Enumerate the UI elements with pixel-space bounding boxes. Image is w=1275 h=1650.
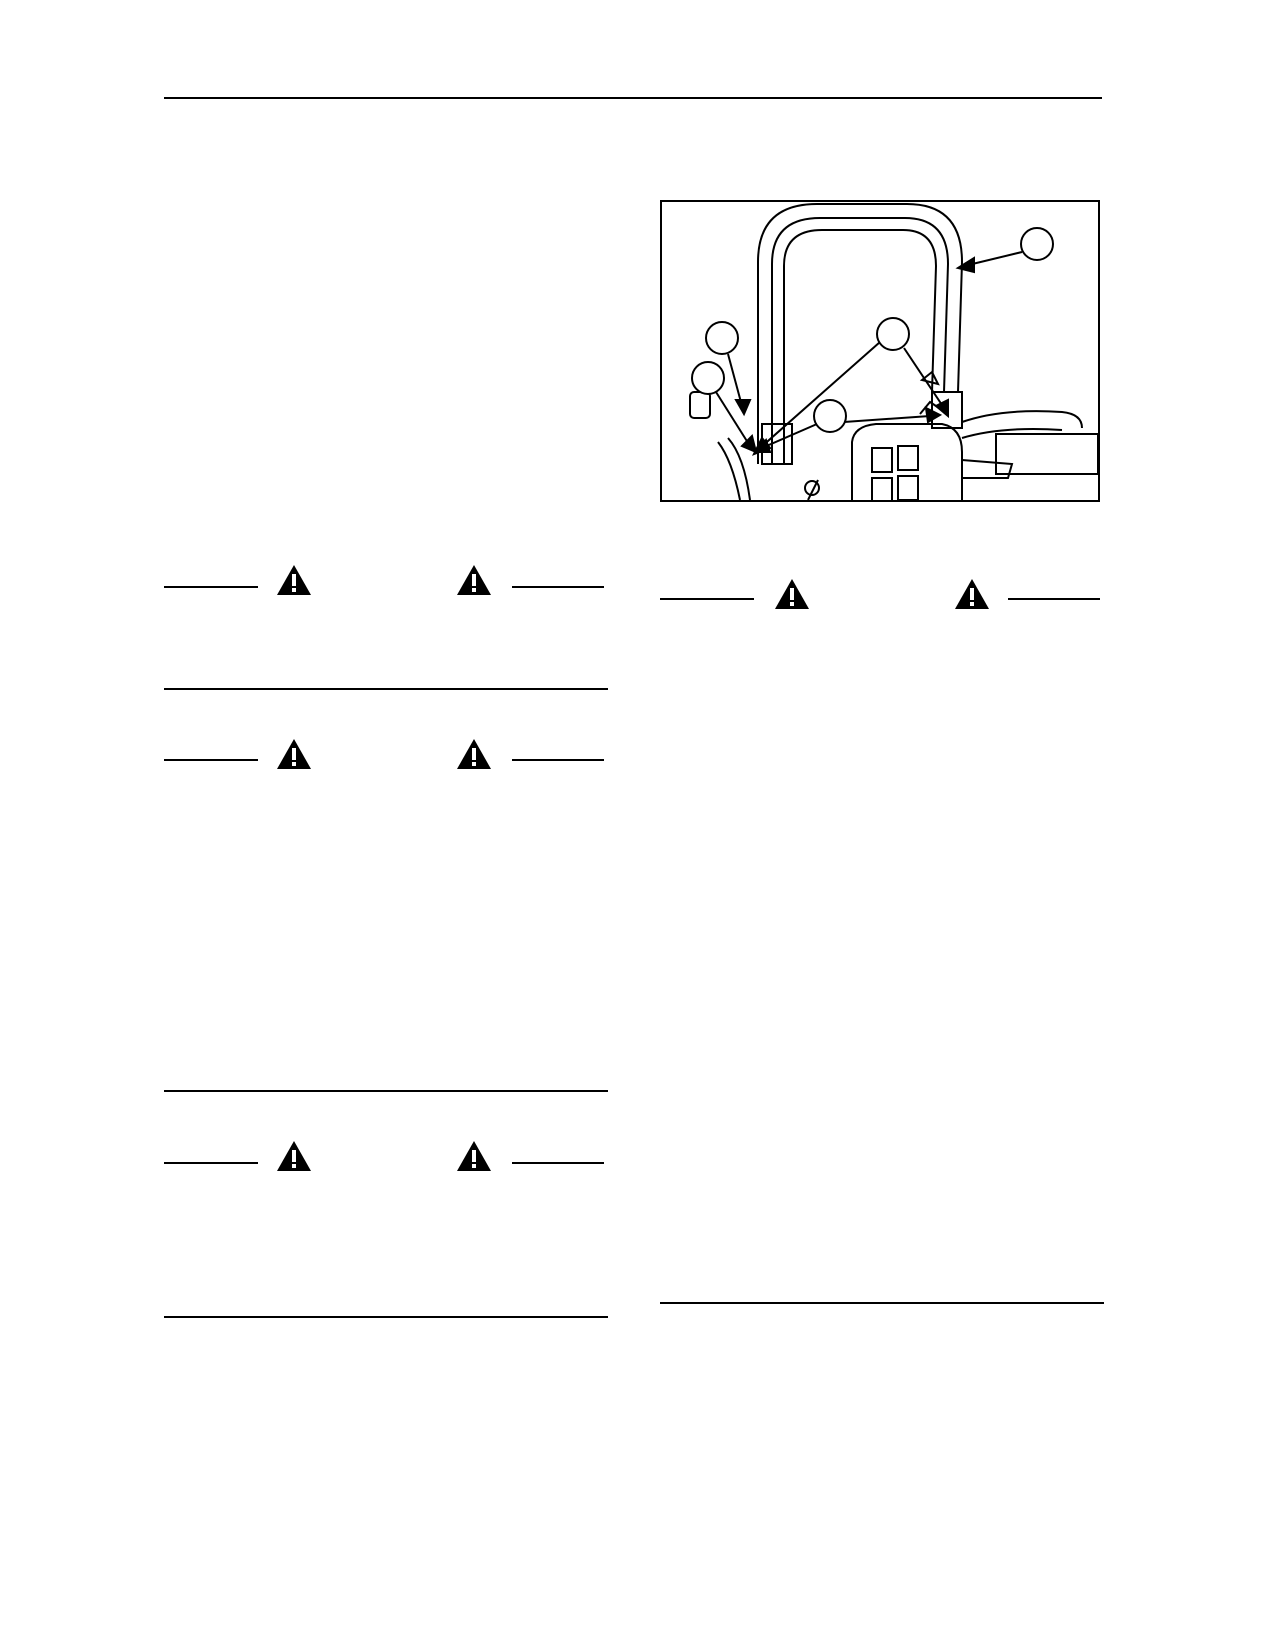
warning-triangle-icon <box>955 579 989 609</box>
warning-rule-right <box>1008 598 1100 600</box>
warning-rule-left <box>660 598 754 600</box>
warning-triangle-icon <box>457 1141 491 1171</box>
warning-rule-right <box>512 586 604 588</box>
warning-triangle-icon <box>277 739 311 769</box>
warning-triangle-icon <box>457 565 491 595</box>
callout-1 <box>1020 227 1054 261</box>
rops-figure <box>660 200 1100 502</box>
callout-3 <box>691 361 725 395</box>
warning-triangle-icon <box>457 739 491 769</box>
callout-4 <box>876 317 910 351</box>
warning-triangle-icon <box>277 565 311 595</box>
section-divider <box>164 1316 608 1318</box>
warning-triangle-icon <box>775 579 809 609</box>
warning-rule-left <box>164 759 258 761</box>
warning-rule-right <box>512 759 604 761</box>
warning-rule-left <box>164 1162 258 1164</box>
header-rule <box>164 97 1102 99</box>
warning-rule-right <box>512 1162 604 1164</box>
section-divider <box>660 1302 1104 1304</box>
section-divider <box>164 1090 608 1092</box>
rops-rollbar-illustration-icon <box>689 203 1098 500</box>
section-divider <box>164 688 608 690</box>
warning-triangle-icon <box>277 1141 311 1171</box>
callout-2 <box>705 321 739 355</box>
warning-rule-left <box>164 586 258 588</box>
callout-5 <box>813 399 847 433</box>
